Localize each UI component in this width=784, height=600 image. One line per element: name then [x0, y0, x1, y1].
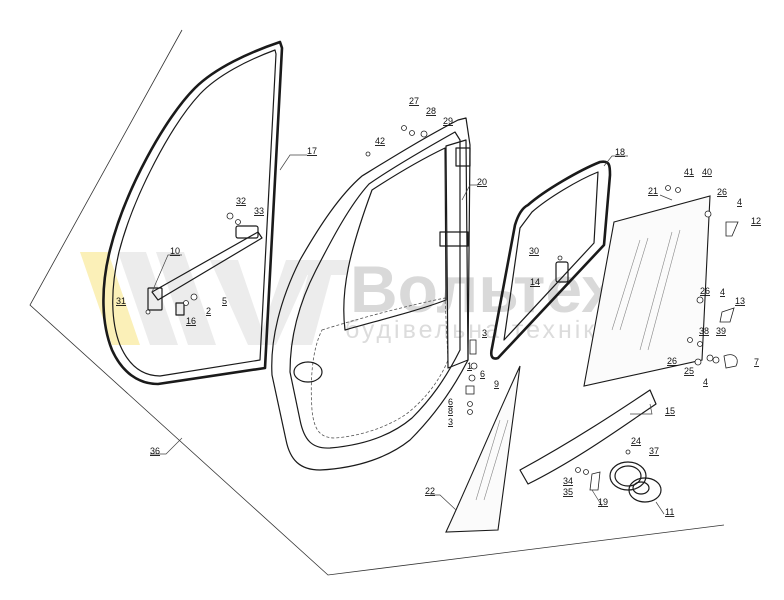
callout-13: 13 [735, 296, 745, 306]
callout-42: 42 [375, 136, 385, 146]
callout-26a: 26 [717, 187, 727, 197]
callout-37: 37 [649, 446, 659, 456]
callout-32: 32 [236, 196, 246, 206]
callout-28: 28 [426, 106, 436, 116]
watermark-chevron-grey-2 [156, 252, 216, 345]
callout-20: 20 [477, 177, 487, 187]
callout-14: 14 [530, 277, 540, 287]
callout-6a: 6 [480, 369, 485, 379]
callout-18: 18 [615, 147, 625, 157]
callout-40: 40 [702, 167, 712, 177]
leader-lines [150, 154, 673, 515]
callout-4b: 4 [720, 287, 725, 297]
callout-30: 30 [529, 246, 539, 256]
callout-15: 15 [665, 406, 675, 416]
callout-31: 31 [116, 296, 126, 306]
callout-4a: 4 [737, 197, 742, 207]
callout-27: 27 [409, 96, 419, 106]
callout-35: 35 [563, 487, 573, 497]
part-10-regulator-bar [147, 225, 263, 316]
callout-9: 9 [494, 379, 499, 389]
callout-19: 19 [598, 497, 608, 507]
callout-25: 25 [684, 366, 694, 376]
callout-10: 10 [170, 246, 180, 256]
part-37-ring [609, 461, 647, 491]
watermark-subtitle: будівельна техніка [345, 316, 615, 344]
callout-36: 36 [150, 446, 160, 456]
callout-21: 21 [648, 186, 658, 196]
callout-6b: 6 [448, 397, 453, 407]
small-hardware [145, 125, 739, 491]
callout-4c: 4 [703, 377, 708, 387]
base-plane-outline [29, 29, 725, 576]
part-15-trim-strip [519, 389, 657, 485]
callout-39: 39 [716, 326, 726, 336]
callout-22: 22 [425, 486, 435, 496]
callout-2: 2 [206, 306, 211, 316]
callout-11: 11 [665, 507, 674, 517]
callout-26c: 26 [667, 356, 677, 366]
watermark-chevron-yellow [80, 252, 140, 345]
callout-3b: 3 [448, 417, 453, 427]
part-20-door-body [271, 117, 471, 471]
part-11-handle-cup [628, 477, 662, 503]
part-21-glass-panel [583, 195, 711, 387]
callout-8: 8 [448, 406, 453, 416]
callout-16: 16 [186, 316, 196, 326]
callout-29: 29 [443, 116, 453, 126]
callout-labels: 1 2 3 3 4 4 4 5 6 6 7 8 9 10 11 12 13 14… [116, 96, 761, 517]
callout-34: 34 [563, 476, 573, 486]
callout-41: 41 [684, 167, 694, 177]
callout-1: 1 [467, 361, 472, 371]
callout-3a: 3 [482, 328, 487, 338]
callout-5: 5 [222, 296, 227, 306]
callout-33: 33 [254, 206, 264, 216]
callout-7: 7 [754, 357, 759, 367]
watermark-logo-t [290, 260, 350, 345]
callout-38: 38 [699, 326, 709, 336]
part-18-window-frame [489, 160, 612, 360]
watermark-brand: Вольтех [350, 252, 618, 326]
callout-26b: 26 [700, 286, 710, 296]
callout-17: 17 [307, 146, 317, 156]
part-17-window-seal [102, 40, 284, 386]
callout-12: 12 [751, 216, 761, 226]
callout-24: 24 [631, 436, 641, 446]
watermark-logo-v [210, 260, 314, 345]
part-22-quarter-glass [445, 365, 521, 533]
